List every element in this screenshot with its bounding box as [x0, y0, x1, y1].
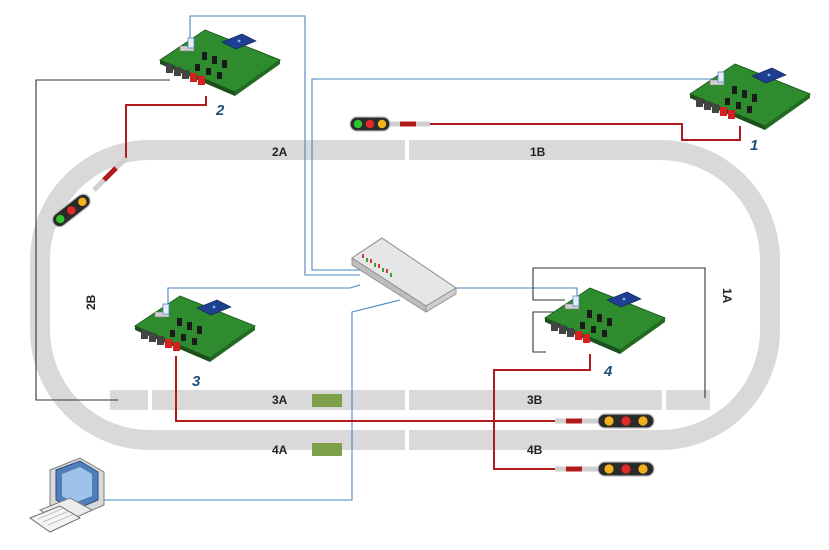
board-label-2: 2	[215, 102, 225, 119]
board-label-3: 3	[192, 373, 201, 390]
controller-board-1	[689, 63, 811, 131]
lead-ends	[92, 121, 598, 472]
occupancy-block-3a	[312, 394, 342, 407]
controller-board-4	[544, 287, 666, 355]
segment-label-4b: 4B	[527, 443, 543, 457]
signal-1	[349, 116, 391, 132]
track-loop	[30, 140, 780, 456]
board-label-4: 4	[603, 363, 613, 380]
controller-board-2	[159, 29, 281, 97]
segment-label-4a: 4A	[272, 443, 288, 457]
segment-label-2a: 2A	[272, 145, 288, 159]
occupancy-block-4a	[312, 443, 342, 456]
segment-labels: 2A 1B 3A 3B 4A 4B 2B 1A	[84, 145, 734, 457]
signal-2	[51, 193, 91, 228]
segment-label-3a: 3A	[272, 393, 288, 407]
signal-4	[597, 461, 655, 477]
segment-label-1b: 1B	[530, 145, 546, 159]
segment-label-3b: 3B	[527, 393, 543, 407]
feed-wiring	[35, 79, 706, 401]
network-switch	[351, 237, 457, 313]
signal-3	[597, 413, 655, 429]
board-label-1: 1	[750, 137, 758, 154]
segment-label-1a: 1A	[720, 288, 734, 304]
signal-wiring	[125, 96, 741, 470]
controller-board-3	[134, 295, 256, 363]
board-labels: 2 1 3 4	[192, 102, 758, 390]
segment-label-2b: 2B	[84, 294, 98, 310]
computer-workstation	[28, 457, 105, 533]
